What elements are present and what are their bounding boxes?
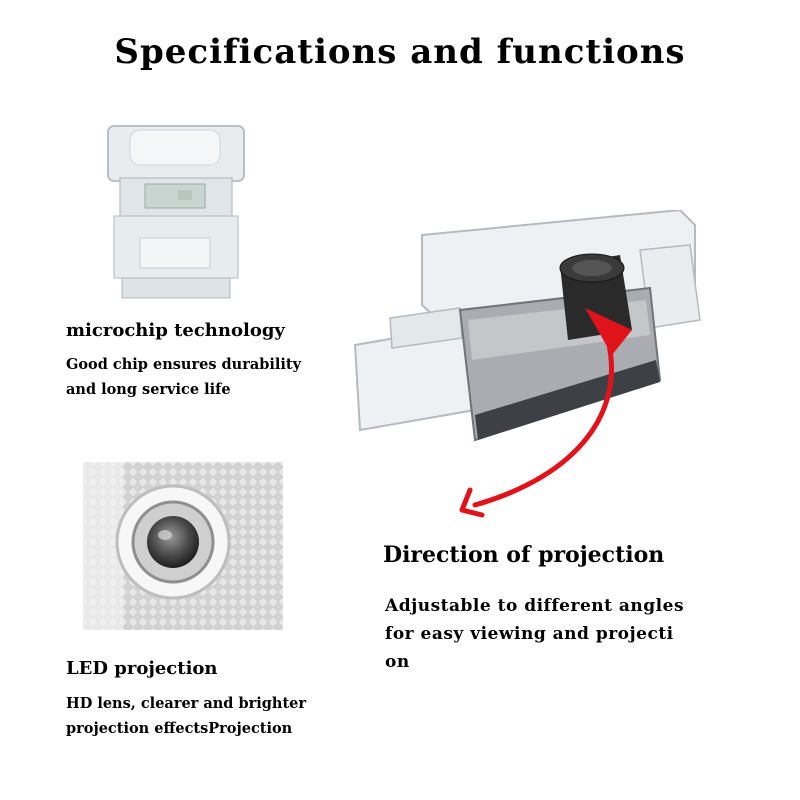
- feature-heading-led: LED projection: [66, 658, 218, 679]
- desc-line: projection effectsProjection: [66, 720, 293, 737]
- led-lens-image: [83, 462, 283, 630]
- desc-line: HD lens, clearer and brighter: [66, 695, 307, 712]
- microchip-product-image: [100, 118, 250, 303]
- desc-line: Adjustable to different angles: [385, 596, 685, 616]
- feature-heading-direction: Direction of projection: [383, 542, 665, 568]
- feature-heading-microchip: microchip technology: [66, 320, 285, 341]
- desc-line: for easy viewing and projecti: [385, 624, 674, 644]
- desc-line: and long service life: [66, 381, 231, 398]
- desc-line: on: [385, 652, 410, 672]
- feature-desc-direction: Adjustable to different angles for easy …: [385, 592, 684, 676]
- feature-desc-microchip: Good chip ensures durability and long se…: [66, 352, 301, 402]
- desc-line: Good chip ensures durability: [66, 356, 302, 373]
- page-title: Specifications and functions: [114, 32, 686, 72]
- projector-module-image: [350, 210, 710, 530]
- feature-desc-led: HD lens, clearer and brighter projection…: [66, 691, 306, 741]
